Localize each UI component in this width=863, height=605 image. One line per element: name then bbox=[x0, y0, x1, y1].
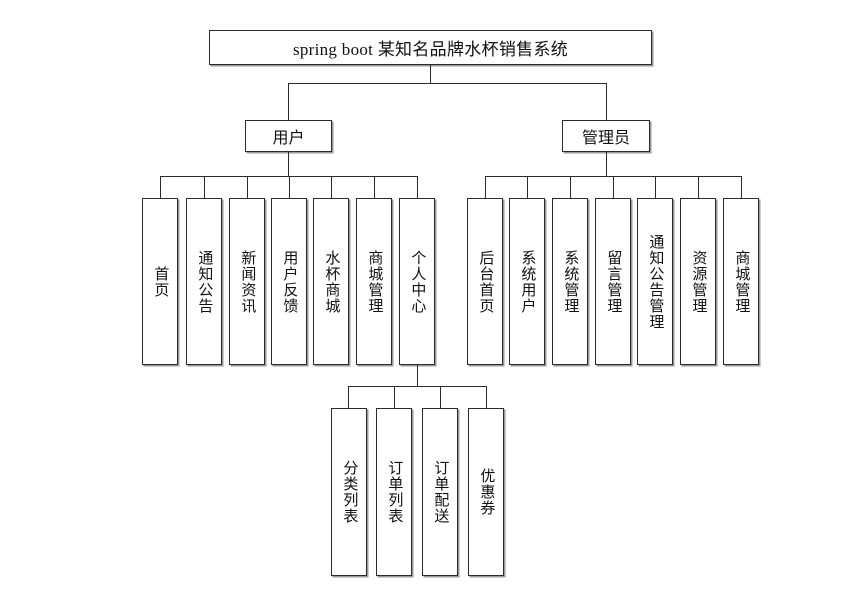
connector-admin-drop-4 bbox=[613, 176, 614, 198]
personal-module-fenleiliebiao[interactable]: 分类列表 bbox=[331, 408, 367, 576]
connector-user-drop-3 bbox=[247, 176, 248, 198]
user-module-xinwenzixun[interactable]: 新闻资讯 bbox=[229, 198, 265, 365]
connector-user-drop-5 bbox=[331, 176, 332, 198]
connector-admin-drop-1 bbox=[485, 176, 486, 198]
connector-admin-drop-5 bbox=[655, 176, 656, 198]
connector-user-drop-6 bbox=[374, 176, 375, 198]
connector-root-bus bbox=[288, 83, 606, 84]
root-node-label: spring boot 某知名品牌水杯销售系统 bbox=[292, 40, 569, 59]
user-module-shuibeishangcheng[interactable]: 水杯商城 bbox=[313, 198, 349, 365]
user-module-label: 个人中心 bbox=[409, 249, 426, 314]
role-node-user[interactable]: 用户 bbox=[245, 120, 332, 152]
admin-module-tongzhigonggaoguanli[interactable]: 通知公告管理 bbox=[637, 198, 673, 365]
connector-personal-bus bbox=[348, 386, 487, 387]
connector-user-stem bbox=[288, 152, 289, 176]
admin-module-label: 通知公告管理 bbox=[647, 233, 664, 330]
personal-module-label: 分类列表 bbox=[341, 460, 358, 524]
role-node-user-label: 用户 bbox=[272, 130, 305, 147]
connector-personal-stem bbox=[417, 365, 418, 386]
connector-personal-drop-1 bbox=[348, 386, 349, 408]
personal-module-youhuiquan[interactable]: 优惠券 bbox=[468, 408, 504, 576]
user-module-label: 通知公告 bbox=[196, 249, 213, 314]
personal-module-label: 订单列表 bbox=[386, 460, 403, 524]
user-module-label: 新闻资讯 bbox=[239, 249, 256, 314]
admin-module-label: 系统用户 bbox=[519, 249, 536, 314]
admin-module-liuyanguanli[interactable]: 留言管理 bbox=[595, 198, 631, 365]
user-module-gerenzhongxin[interactable]: 个人中心 bbox=[399, 198, 435, 365]
user-module-shouye[interactable]: 首页 bbox=[142, 198, 178, 365]
user-module-yonghufankui[interactable]: 用户反馈 bbox=[271, 198, 307, 365]
connector-admin-drop-3 bbox=[570, 176, 571, 198]
connector-user-drop-7 bbox=[417, 176, 418, 198]
personal-module-label: 优惠券 bbox=[478, 468, 495, 516]
admin-module-ziyuanguanli[interactable]: 资源管理 bbox=[680, 198, 716, 365]
admin-module-xitongguanli[interactable]: 系统管理 bbox=[552, 198, 588, 365]
connector-admin-drop-6 bbox=[698, 176, 699, 198]
connector-root-to-user bbox=[288, 83, 289, 120]
connector-root-to-admin bbox=[606, 83, 607, 120]
admin-module-label: 留言管理 bbox=[605, 249, 622, 314]
user-module-label: 水杯商城 bbox=[323, 249, 340, 314]
user-module-shangchengguanli[interactable]: 商城管理 bbox=[356, 198, 392, 365]
user-module-label: 用户反馈 bbox=[281, 249, 298, 314]
connector-personal-drop-3 bbox=[440, 386, 441, 408]
admin-module-label: 资源管理 bbox=[690, 249, 707, 314]
connector-personal-drop-4 bbox=[486, 386, 487, 408]
admin-module-label: 后台首页 bbox=[477, 249, 494, 314]
connector-admin-drop-7 bbox=[741, 176, 742, 198]
role-node-admin[interactable]: 管理员 bbox=[562, 120, 650, 152]
admin-module-label: 商城管理 bbox=[733, 249, 750, 314]
user-module-label: 商城管理 bbox=[366, 249, 383, 314]
connector-root-stem bbox=[430, 65, 431, 84]
connector-user-drop-4 bbox=[289, 176, 290, 198]
personal-module-dingdanliebiao[interactable]: 订单列表 bbox=[376, 408, 412, 576]
user-module-label: 首页 bbox=[152, 265, 169, 298]
user-module-tongzhigonggao[interactable]: 通知公告 bbox=[186, 198, 222, 365]
connector-admin-drop-2 bbox=[527, 176, 528, 198]
role-node-admin-label: 管理员 bbox=[581, 130, 630, 147]
connector-user-bus bbox=[160, 176, 417, 177]
personal-module-label: 订单配送 bbox=[432, 460, 449, 524]
admin-module-label: 系统管理 bbox=[562, 249, 579, 314]
connector-user-drop-2 bbox=[204, 176, 205, 198]
admin-module-houtaishouye[interactable]: 后台首页 bbox=[467, 198, 503, 365]
personal-module-dingdanpeisong[interactable]: 订单配送 bbox=[422, 408, 458, 576]
root-node-system-title[interactable]: spring boot 某知名品牌水杯销售系统 bbox=[209, 30, 652, 65]
connector-user-drop-1 bbox=[160, 176, 161, 198]
admin-module-xitongyonghu[interactable]: 系统用户 bbox=[509, 198, 545, 365]
connector-admin-stem bbox=[606, 152, 607, 176]
admin-module-shangchengguanli[interactable]: 商城管理 bbox=[723, 198, 759, 365]
connector-personal-drop-2 bbox=[394, 386, 395, 408]
